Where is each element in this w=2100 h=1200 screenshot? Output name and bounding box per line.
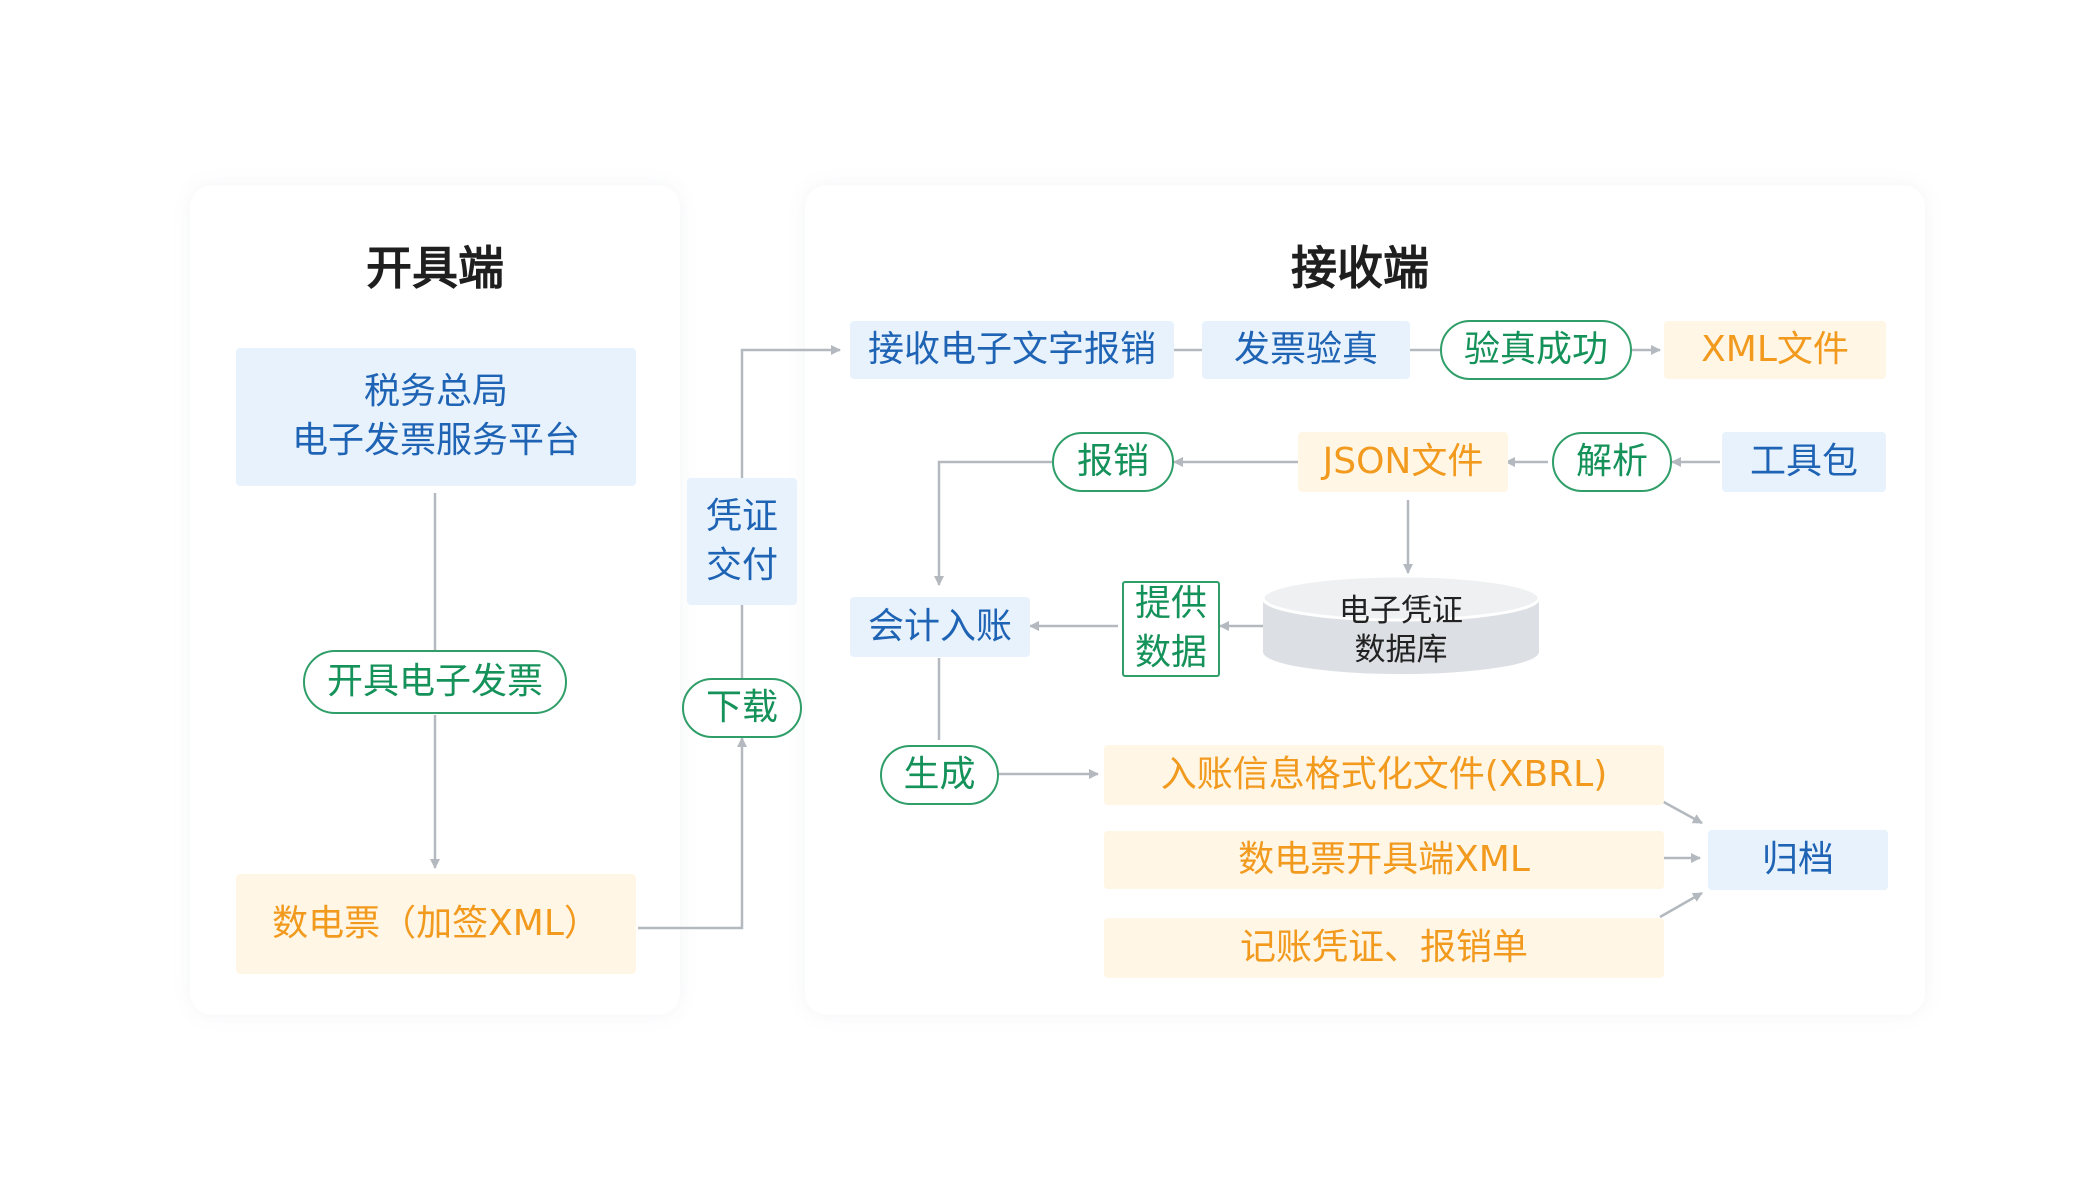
edge-voucher-archive <box>1659 891 1703 919</box>
provide-data-node: 提供 数据 <box>1122 581 1220 677</box>
reimburse-node: 报销 <box>1052 432 1174 492</box>
toolkit-node: 工具包 <box>1722 432 1886 492</box>
issue-invoice-node: 开具电子发票 <box>303 650 567 714</box>
generate-node: 生成 <box>880 745 999 805</box>
voucher-database-label: 电子凭证 数据库 <box>1339 593 1463 668</box>
archive-node: 归档 <box>1708 830 1888 890</box>
xbrl-file-node: 入账信息格式化文件(XBRL) <box>1104 745 1664 805</box>
receiver-title: 接收端 <box>1291 241 1429 295</box>
verified-node: 验真成功 <box>1440 320 1632 380</box>
issuer-xml-node: 数电票开具端XML <box>1104 831 1664 889</box>
database-cylinder <box>1261 574 1541 674</box>
edge-delivery-receive <box>740 345 841 478</box>
invoice-xml-node: 数电票（加签XML） <box>236 874 636 974</box>
download-node: 下载 <box>682 678 802 738</box>
tax-platform-node: 税务总局 电子发票服务平台 <box>236 348 636 486</box>
xml-file-node: XML文件 <box>1664 321 1886 379</box>
issuer-title: 开具端 <box>366 241 504 295</box>
voucher-form-node: 记账凭证、报销单 <box>1104 918 1664 978</box>
verify-invoice-node: 发票验真 <box>1202 321 1410 379</box>
json-file-node: JSON文件 <box>1298 432 1508 492</box>
parse-node: 解析 <box>1552 432 1672 492</box>
accounting-entry-node: 会计入账 <box>850 597 1030 657</box>
voucher-delivery-node: 凭证 交付 <box>687 478 797 605</box>
edge-reimburse-accounting <box>934 460 1052 586</box>
edge-invoice-download <box>638 737 747 930</box>
receive-reimburse-node: 接收电子文字报销 <box>850 321 1174 379</box>
edge-xbrl-archive <box>1659 798 1703 825</box>
